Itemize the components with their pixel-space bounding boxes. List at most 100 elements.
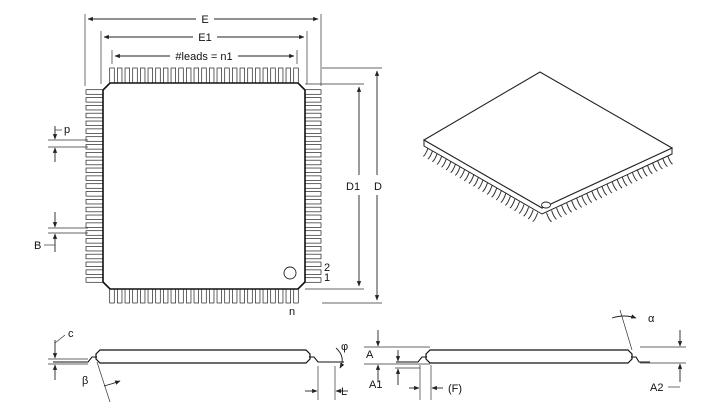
lead <box>303 199 322 205</box>
lead <box>117 67 123 85</box>
side-lead-left <box>53 356 97 363</box>
lead <box>270 67 276 85</box>
iso-lead <box>621 176 628 187</box>
iso-lead <box>631 171 638 182</box>
iso-lead <box>482 182 489 193</box>
lead <box>247 287 253 304</box>
lead <box>85 214 105 220</box>
isometric-view <box>422 71 674 223</box>
lead <box>239 67 245 85</box>
lead <box>303 128 322 134</box>
lead <box>109 67 115 85</box>
iso-lead <box>611 181 618 192</box>
lead <box>85 175 105 181</box>
lead <box>303 253 322 260</box>
lead <box>85 238 105 244</box>
iso-leads-right-side <box>546 155 673 223</box>
lead <box>303 175 322 181</box>
iso-lead <box>561 205 567 216</box>
iso-lead <box>468 174 475 184</box>
iso-lead <box>500 193 507 204</box>
iso-lead <box>606 183 613 194</box>
lead <box>85 253 105 260</box>
side-body-outline <box>95 349 311 364</box>
iso-lead <box>651 162 658 172</box>
lead <box>303 97 322 103</box>
lead <box>85 152 105 158</box>
lead <box>85 97 105 103</box>
lead <box>132 287 138 304</box>
side-view: c β φ L <box>48 328 348 403</box>
iso-lead <box>546 212 552 223</box>
lead <box>303 269 322 275</box>
iso-lead <box>427 149 434 160</box>
lead <box>85 222 105 228</box>
lead <box>303 191 322 197</box>
lead <box>278 67 284 85</box>
lead <box>224 287 230 304</box>
label-d1: D1 <box>346 181 360 193</box>
side-right-lead-left <box>396 356 427 363</box>
lead <box>293 287 299 304</box>
lead <box>303 238 322 244</box>
lead <box>85 230 105 236</box>
lead <box>303 136 322 142</box>
lead <box>303 183 322 189</box>
lead <box>278 287 284 304</box>
label-e1: E1 <box>198 32 211 44</box>
beta-arc <box>103 380 121 387</box>
iso-lead <box>656 159 663 170</box>
lead <box>303 246 322 252</box>
lead <box>85 89 105 95</box>
lead <box>303 159 322 166</box>
lead <box>303 277 322 283</box>
lead <box>85 277 105 283</box>
iso-lead <box>441 158 447 168</box>
lead <box>85 128 105 134</box>
bottom-edge-leads <box>109 287 299 304</box>
side-right-lead-right <box>631 356 650 363</box>
lead <box>303 89 322 95</box>
iso-lead <box>667 155 673 165</box>
alpha-angle-line <box>619 309 633 351</box>
iso-lead <box>591 191 598 201</box>
lead <box>178 67 184 85</box>
lead <box>255 287 261 304</box>
lead <box>163 67 169 85</box>
lead <box>170 287 176 304</box>
iso-lead <box>445 160 452 171</box>
lead <box>85 112 105 119</box>
lead <box>232 67 238 85</box>
lead <box>303 167 322 173</box>
side-lead-right <box>309 356 344 363</box>
label-beta: β <box>82 375 88 387</box>
iso-lead <box>601 186 608 196</box>
iso-lead <box>436 155 443 165</box>
lead <box>303 206 322 213</box>
label-pin-n: n <box>289 306 295 318</box>
label-e: E <box>201 14 208 26</box>
iso-lead <box>454 166 461 176</box>
lead <box>247 67 253 85</box>
label-l: L <box>341 386 347 398</box>
iso-lead <box>596 188 603 199</box>
lead <box>209 67 215 85</box>
lead <box>209 287 215 304</box>
lead <box>303 222 322 228</box>
label-alpha: α <box>648 313 655 325</box>
iso-leads-left-side <box>422 147 539 223</box>
lead <box>193 67 199 85</box>
lead <box>303 105 322 111</box>
lead <box>124 67 130 85</box>
label-phi: φ <box>341 341 348 353</box>
iso-lead <box>518 204 525 214</box>
iso-lead <box>509 198 516 209</box>
top-view: E E1 #leads = n1 p B D1 <box>34 14 382 318</box>
lead <box>285 287 291 304</box>
iso-lead <box>532 212 539 223</box>
iso-lead <box>641 167 648 177</box>
lead <box>85 269 105 275</box>
lead <box>147 287 153 304</box>
label-leads: #leads = n1 <box>175 51 232 63</box>
lead <box>293 67 299 85</box>
